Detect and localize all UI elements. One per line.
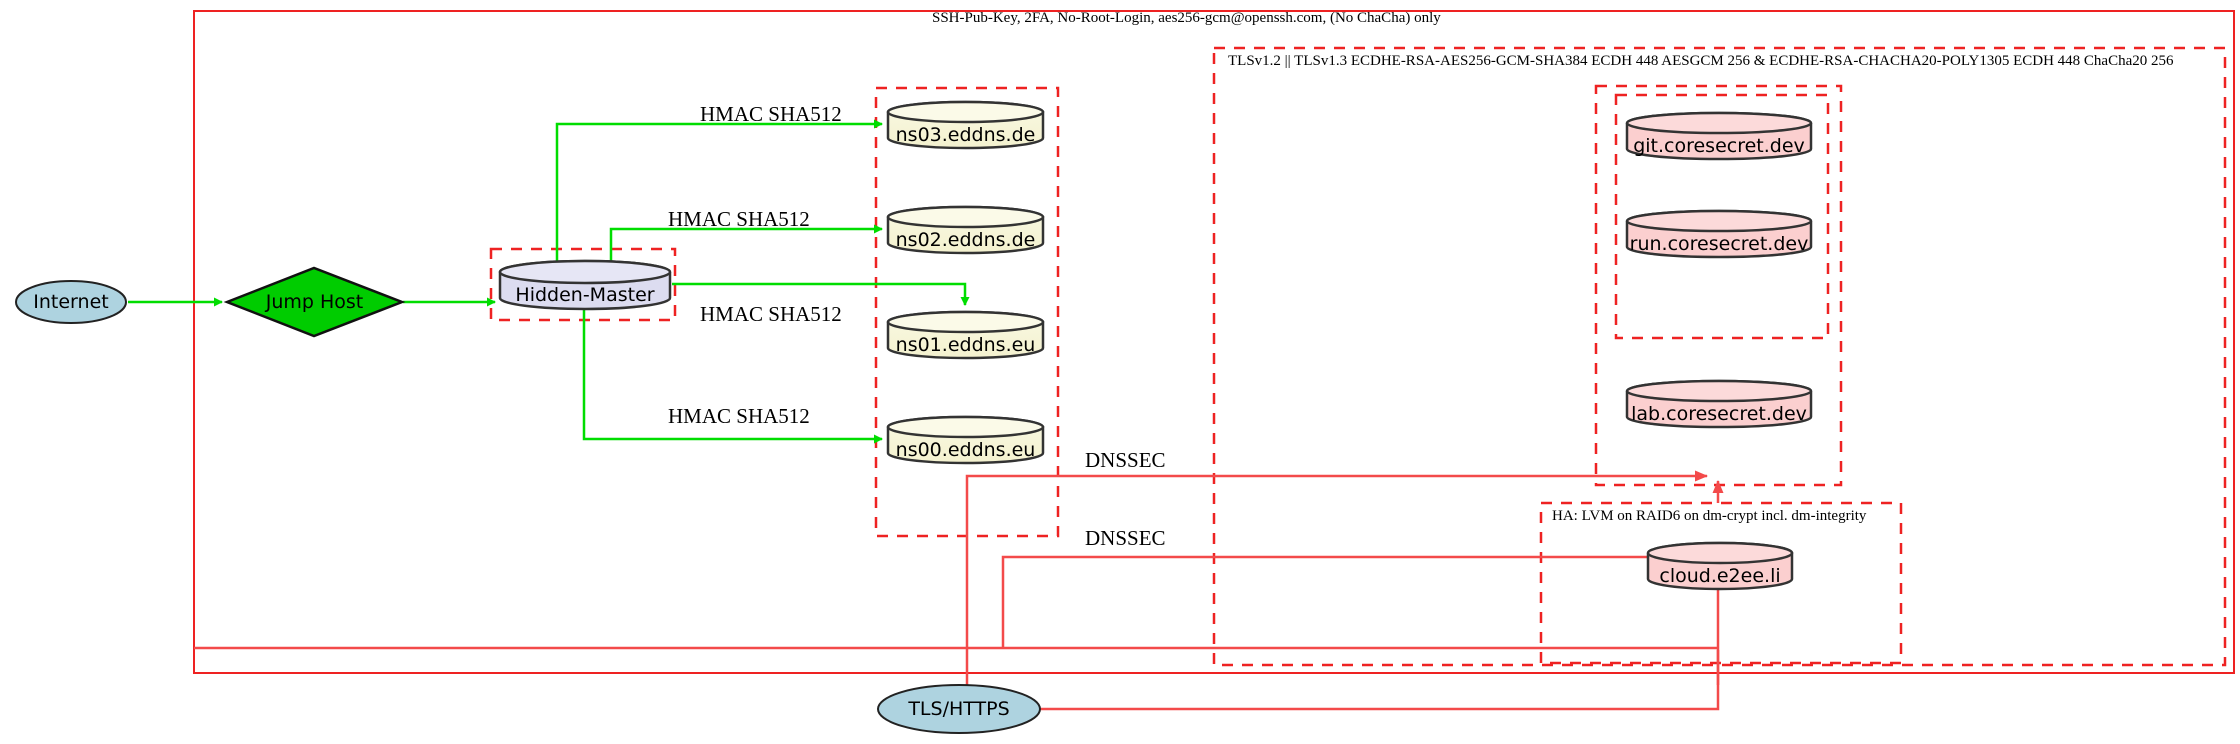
edge-label-hmac-ns00: HMAC SHA512: [668, 404, 810, 428]
cluster-label-ha-storage: HA: LVM on RAID6 on dm-crypt incl. dm-in…: [1552, 508, 1867, 524]
cluster-coresecret-inner: [1614, 93, 1830, 340]
edge-label-hmac-ns03: HMAC SHA512: [700, 102, 842, 126]
node-run[interactable]: [1625, 209, 1813, 259]
node-tls-https[interactable]: [877, 684, 1041, 734]
edge-label-dnssec-lower: DNSSEC: [1085, 526, 1166, 550]
node-internet[interactable]: [15, 280, 127, 324]
cluster-ha-storage: [1539, 501, 1903, 665]
edge-hiddenmaster-ns01: [672, 282, 970, 306]
node-ns00[interactable]: [886, 415, 1045, 465]
edge-hiddenmaster-ns03: [555, 119, 883, 262]
cluster-label-tls-policy: TLSv1.2 || TLSv1.3 ECDHE-RSA-AES256-GCM-…: [1228, 53, 2174, 69]
node-hidden-master[interactable]: [498, 259, 672, 311]
cluster-outer-ssh: [193, 10, 2235, 674]
edge-hiddenmaster-ns02: [609, 224, 883, 262]
node-git[interactable]: [1625, 111, 1813, 161]
edge-dnssec-coresecret: [965, 470, 1708, 685]
edge-label-hmac-ns01: HMAC SHA512: [700, 302, 842, 326]
cluster-tls-policy: [1212, 46, 2227, 667]
edge-tlshttps-rail: [1040, 650, 1720, 711]
edge-label-hmac-ns02: HMAC SHA512: [668, 207, 810, 231]
cluster-label-outer-ssh: SSH-Pub-Key, 2FA, No-Root-Login, aes256-…: [932, 10, 1441, 26]
node-cloud[interactable]: [1646, 541, 1794, 591]
edge-dnssec-ha: [1001, 551, 1708, 648]
edge-label-dnssec-upper: DNSSEC: [1085, 448, 1166, 472]
node-ns02[interactable]: [886, 205, 1045, 255]
edge-hiddenmaster-ns00: [582, 307, 883, 444]
node-jump-host[interactable]: [223, 266, 406, 338]
node-lab[interactable]: [1625, 379, 1813, 429]
node-ns01[interactable]: [886, 310, 1045, 360]
node-ns03[interactable]: [886, 100, 1045, 150]
